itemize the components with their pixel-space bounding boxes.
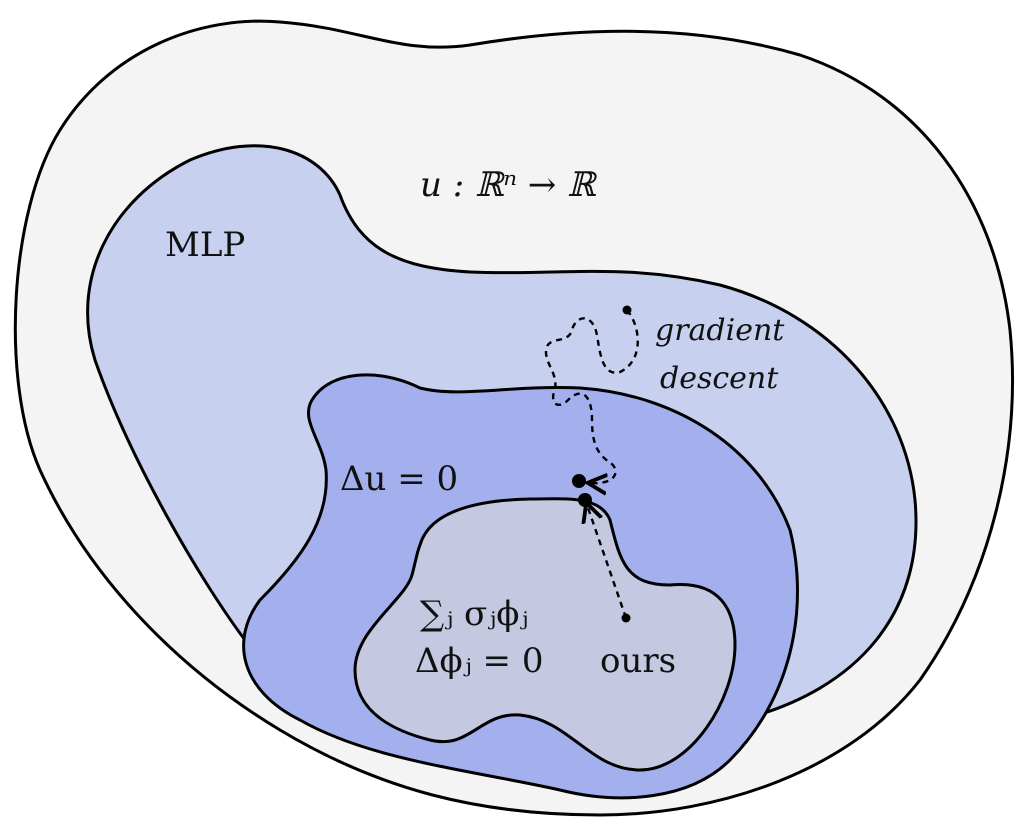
descent-label: descent <box>660 361 779 396</box>
gd-start-point <box>622 305 632 315</box>
gradient-descent-path <box>544 309 639 483</box>
harmonic-label: Δu = 0 <box>340 459 458 499</box>
function-space-label: u : ℝⁿ → ℝ <box>420 165 598 205</box>
ours-path <box>587 505 628 619</box>
ours-start-point <box>621 613 631 623</box>
mlp-label: MLP <box>165 225 245 265</box>
gradient-label: gradient <box>655 313 785 348</box>
ours-constraint-label: Δϕⱼ = 0 <box>415 641 543 681</box>
gd-end-point <box>572 474 586 488</box>
ours-sum-label: ∑ⱼ σⱼϕⱼ <box>420 594 528 634</box>
ours-end-point <box>578 493 592 507</box>
ours-label: ours <box>600 641 676 681</box>
